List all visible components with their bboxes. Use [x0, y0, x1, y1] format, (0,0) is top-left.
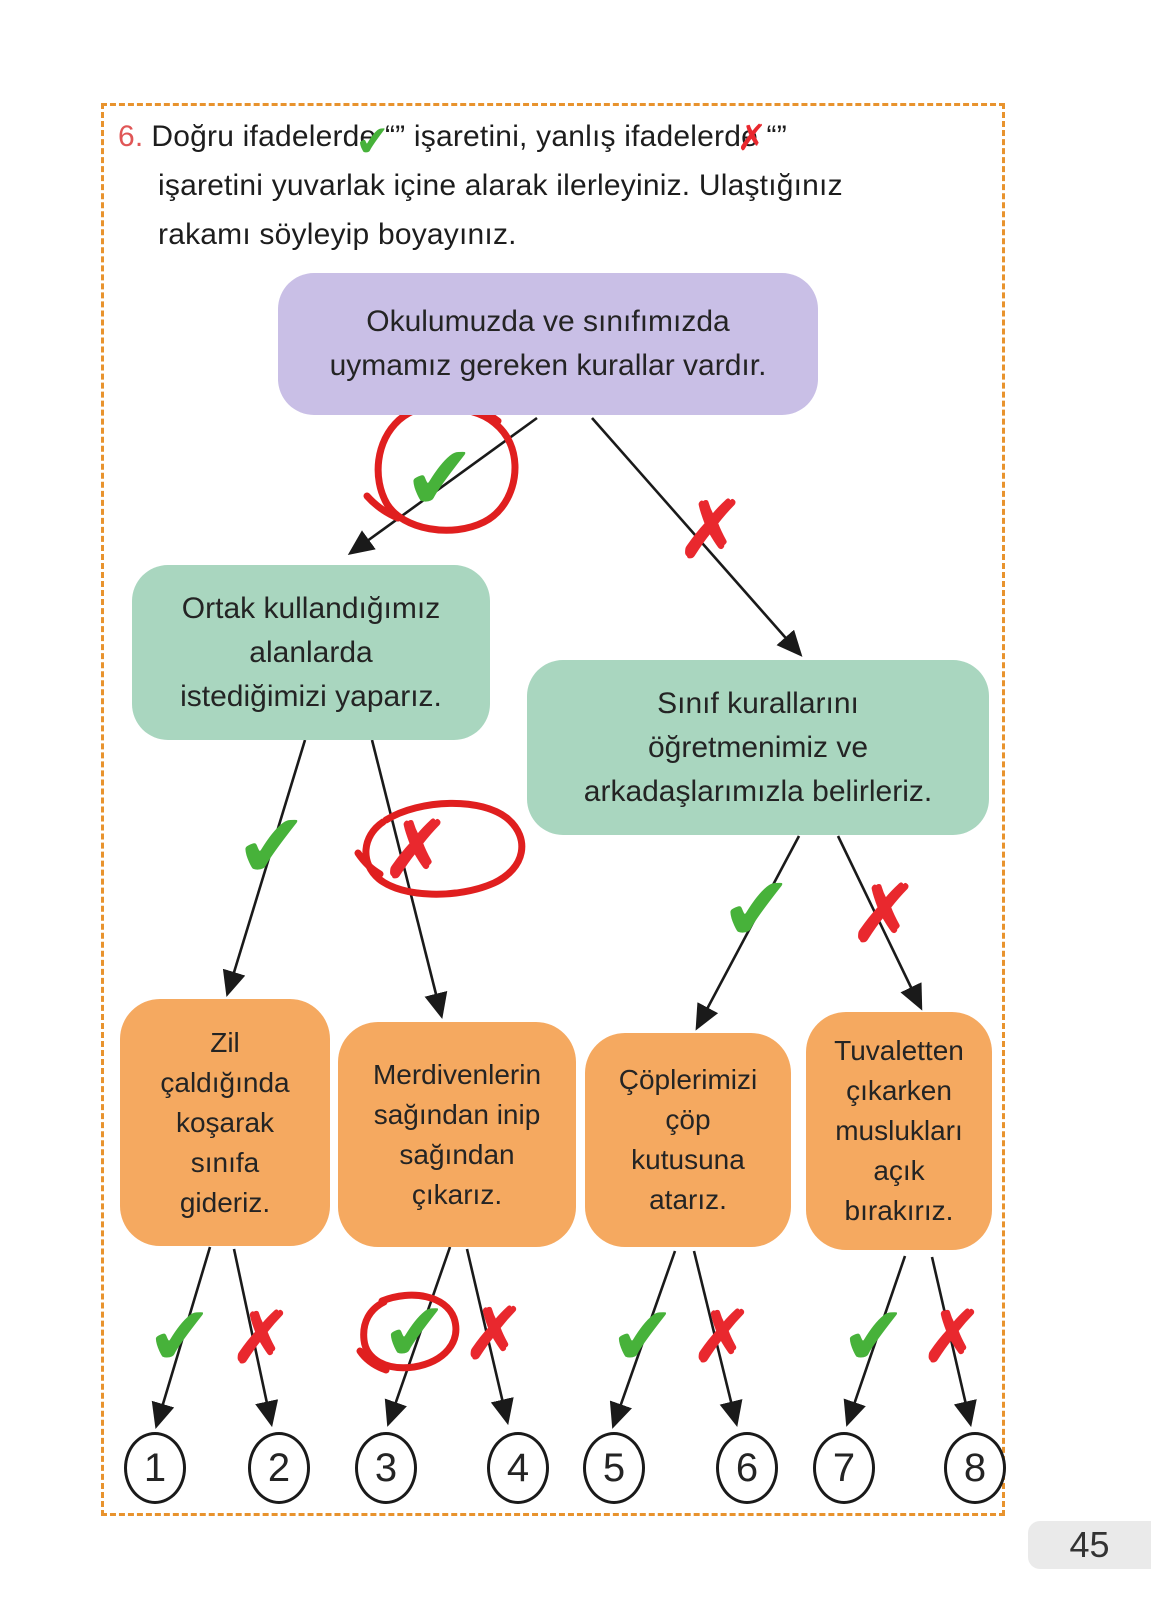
leaf-line: Merdivenlerin: [372, 1058, 542, 1090]
leaf-line: sınıfa: [190, 1146, 260, 1178]
rule-left-box: Ortak kullandığımız alanlarda istediğimi…: [132, 565, 490, 740]
leaf-line: Tuvaletten: [834, 1035, 964, 1066]
leaf-box-2: Merdivenlerin sağından inip sağından çık…: [338, 1022, 576, 1247]
rule-line: arkadaşlarımızla belirleriz.: [583, 774, 933, 808]
leaf-box-4: Tuvaletten çıkarken muslukları açık bıra…: [806, 1012, 992, 1250]
page-number-badge: 45: [1028, 1521, 1151, 1569]
check-mark-leaf1[interactable]: ✔: [144, 1290, 216, 1383]
question-line2: işaretini yuvarlak içine alarak ilerleyi…: [158, 169, 843, 202]
leaf-line: kutusuna: [631, 1144, 745, 1175]
question-number: 6.: [118, 120, 144, 153]
cross-mark-rule-right[interactable]: ✗: [848, 867, 920, 960]
check-mark-rule-left[interactable]: ✔: [232, 794, 312, 898]
question-text: 6.Doğru ifadelerde “✔” işaretini, yanlış…: [118, 116, 843, 251]
cross-mark-leaf1[interactable]: ✗: [228, 1297, 293, 1381]
leaf-box-3: Çöplerimizi çöp kutusuna atarız.: [585, 1033, 791, 1247]
leaf-line: Çöplerimizi: [618, 1064, 758, 1095]
rule-right-box: Sınıf kurallarını öğretmenimiz ve arkada…: [527, 660, 989, 835]
page-number: 45: [1069, 1524, 1110, 1565]
leaf-line: koşarak: [175, 1106, 275, 1138]
cross-mark-rule-left[interactable]: ✗: [380, 803, 452, 896]
leaf-line: çöp: [665, 1104, 711, 1135]
rule-line: Sınıf kurallarını: [657, 686, 859, 720]
result-circle-6[interactable]: 6: [716, 1432, 778, 1504]
question-seg2: ” işaretini, yanlış ifadelerde “: [395, 120, 777, 153]
result-circle-7[interactable]: 7: [813, 1432, 875, 1504]
result-circle-8[interactable]: 8: [944, 1432, 1006, 1504]
leaf-line: çıkarken: [846, 1075, 952, 1106]
leaf-line: bırakırız.: [844, 1195, 954, 1226]
leaf-line: çaldığında: [160, 1066, 290, 1098]
check-mark-root-left[interactable]: ✔: [400, 426, 480, 530]
root-line: Okulumuzda ve sınıfımızda: [366, 305, 730, 338]
result-circle-3[interactable]: 3: [355, 1432, 417, 1504]
root-line: uymamız gereken kurallar vardır.: [329, 349, 767, 382]
check-mark-leaf2[interactable]: ✔: [379, 1286, 451, 1379]
leaf-line: sağından: [399, 1138, 515, 1170]
rule-line: Ortak kullandığımız: [181, 591, 441, 625]
leaf-line: çıkarız.: [411, 1178, 503, 1210]
cross-mark-root-right[interactable]: ✗: [675, 483, 747, 576]
question-seg3: ”: [776, 120, 787, 153]
result-circle-5[interactable]: 5: [583, 1432, 645, 1504]
check-mark-leaf4[interactable]: ✔: [838, 1290, 910, 1383]
root-statement-box: Okulumuzda ve sınıfımızda uymamız gereke…: [278, 273, 818, 415]
question-line3: rakamı söyleyip boyayınız.: [158, 218, 517, 251]
leaf-box-1: Zil çaldığında koşarak sınıfa gideriz.: [120, 999, 330, 1246]
result-circle-1[interactable]: 1: [124, 1432, 186, 1504]
leaf-line: atarız.: [649, 1184, 727, 1215]
content-frame: [101, 103, 1005, 1516]
cross-mark-leaf4[interactable]: ✗: [919, 1296, 984, 1380]
rule-line: istediğimizi yaparız.: [180, 679, 442, 713]
cross-mark-leaf2[interactable]: ✗: [461, 1293, 526, 1377]
cross-mark-leaf3[interactable]: ✗: [689, 1296, 754, 1380]
leaf-line: açık: [873, 1155, 925, 1186]
leaf-line: Zil: [210, 1026, 240, 1058]
leaf-line: sağından inip: [373, 1098, 541, 1130]
result-circle-2[interactable]: 2: [248, 1432, 310, 1504]
result-circle-4[interactable]: 4: [487, 1432, 549, 1504]
leaf-line: gideriz.: [179, 1186, 271, 1218]
check-mark-rule-right[interactable]: ✔: [717, 857, 797, 961]
rule-line: öğretmenimiz ve: [647, 730, 869, 764]
question-seg1: Doğru ifadelerde “: [151, 120, 396, 153]
rule-line: alanlarda: [249, 635, 373, 669]
leaf-line: muslukları: [835, 1115, 963, 1146]
check-mark-leaf3[interactable]: ✔: [607, 1290, 679, 1383]
